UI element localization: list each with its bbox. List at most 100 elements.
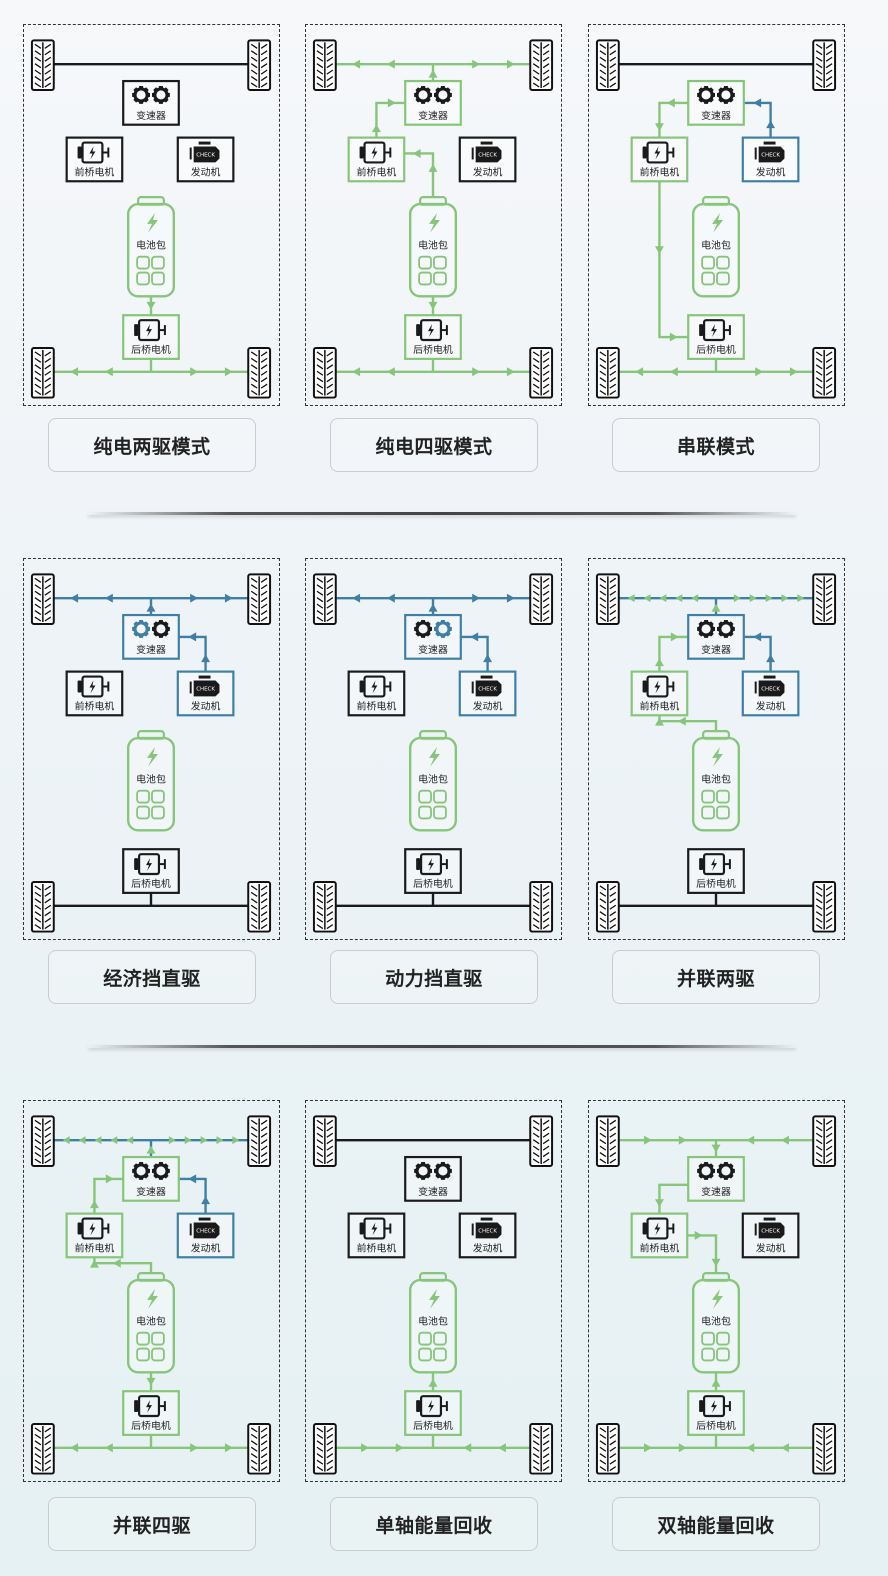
battery-label: 电池包	[418, 239, 448, 252]
flow-arrow	[678, 1135, 687, 1145]
battery-cell	[433, 1331, 447, 1346]
motor-icon	[699, 1395, 731, 1418]
front-motor-label: 前桥电机	[357, 165, 397, 178]
lightning-icon	[712, 213, 723, 233]
power-flows	[53, 1136, 249, 1453]
flow-arrow	[387, 98, 396, 108]
front-motor: 前桥电机	[65, 1212, 124, 1259]
motor-icon	[416, 1395, 448, 1418]
gear-icon	[414, 620, 433, 638]
mode-label-series[interactable]: 串联模式	[612, 418, 820, 472]
flow-arrow	[506, 593, 515, 603]
front-right-tire	[812, 1115, 837, 1167]
battery-label: 电池包	[701, 239, 731, 252]
flow-arrow	[677, 716, 686, 726]
front-motor: 前桥电机	[65, 670, 124, 717]
flow-arrow	[386, 593, 395, 603]
battery-cell	[418, 805, 432, 820]
engine-icon: CHECK	[754, 1217, 785, 1239]
section-divider	[88, 1045, 796, 1048]
mode-label-parallel-2wd[interactable]: 并联两驱	[612, 950, 820, 1004]
flow-arrow	[781, 594, 789, 603]
front-motor: 前桥电机	[347, 136, 406, 183]
transmission: 变速器	[687, 1155, 745, 1202]
mode-label-ev-4wd[interactable]: 纯电四驱模式	[330, 418, 538, 472]
transmission: 变速器	[122, 1155, 180, 1202]
rear-motor: 后桥电机	[687, 314, 745, 360]
battery-cell	[716, 1331, 730, 1346]
front-motor-label: 前桥电机	[357, 1241, 397, 1254]
rear-motor: 后桥电机	[122, 314, 180, 360]
flow-engine-trans	[743, 101, 772, 138]
front-motor-label: 前桥电机	[75, 165, 115, 178]
mode-label-parallel-4wd[interactable]: 并联四驱	[48, 1497, 256, 1551]
transmission-label: 变速器	[136, 109, 166, 122]
front-motor: 前桥电机	[630, 136, 689, 183]
rear-motor-label: 后桥电机	[131, 1419, 171, 1432]
battery-cell	[136, 1331, 150, 1346]
flow-arrow	[753, 632, 762, 642]
flow-arrow	[371, 124, 381, 133]
flow-arrow	[168, 1136, 176, 1145]
motor-icon	[416, 319, 448, 342]
rear-motor-label: 后桥电机	[696, 877, 736, 890]
front-right-tire	[529, 39, 554, 91]
engine-label: 发动机	[191, 699, 221, 712]
flow-arrow	[635, 367, 644, 377]
flow-front-motor-trans	[93, 1177, 124, 1214]
rear-left-tire	[595, 880, 620, 933]
battery-cell	[716, 255, 730, 270]
front-left-tire	[312, 39, 337, 91]
mode-label-power-direct[interactable]: 动力挡直驱	[330, 950, 538, 1004]
battery-pack: 电池包	[691, 1272, 741, 1374]
rear-left-tire	[312, 880, 337, 933]
flow-front-motor-battery	[687, 1234, 718, 1274]
rear-right-tire	[529, 880, 554, 933]
battery-label: 电池包	[418, 773, 448, 786]
rear-right-tire	[247, 346, 272, 399]
rear-left-tire	[595, 346, 620, 399]
battery-cell	[433, 255, 447, 270]
rear-right-tire	[529, 346, 554, 399]
flow-arrow	[472, 367, 481, 377]
mode-label-ev-2wd[interactable]: 纯电两驱模式	[48, 418, 256, 472]
battery-label: 电池包	[136, 239, 166, 252]
flow-arrow	[654, 658, 664, 667]
motor-icon	[642, 675, 675, 698]
transmission-label: 变速器	[136, 1185, 166, 1198]
flow-arrow	[644, 1443, 653, 1453]
flow-arrow	[654, 123, 664, 132]
flow-arrow	[188, 632, 197, 642]
flow-engine-trans	[460, 635, 489, 672]
engine-icon: CHECK	[471, 675, 502, 697]
flow-battery-front-motor	[404, 152, 435, 198]
flow-arrow	[70, 1443, 79, 1453]
engine-label: 发动机	[473, 165, 503, 178]
mode-label-eco-direct[interactable]: 经济挡直驱	[48, 950, 256, 1004]
flow-arrow	[669, 367, 678, 377]
front-left-tire	[30, 1115, 55, 1167]
battery-pack: 电池包	[126, 730, 176, 832]
transmission: 变速器	[404, 79, 462, 126]
rear-motor-label: 后桥电机	[696, 1419, 736, 1432]
flow-arrow	[428, 163, 438, 172]
flow-arrow	[395, 1443, 404, 1453]
front-right-tire	[247, 573, 272, 625]
rear-right-tire	[247, 1422, 272, 1475]
mode-label-single-axle-regen[interactable]: 单轴能量回收	[330, 1497, 538, 1551]
battery-pack: 电池包	[126, 1272, 176, 1374]
transmission: 变速器	[687, 613, 745, 660]
flow-arrow	[675, 594, 683, 603]
rear-motor-label: 后桥电机	[413, 1419, 453, 1432]
mode-label-dual-axle-regen[interactable]: 双轴能量回收	[612, 1497, 820, 1551]
flow-arrow	[755, 367, 764, 377]
battery-label: 电池包	[701, 1315, 731, 1328]
lightning-icon	[147, 747, 158, 767]
lightning-icon	[147, 1289, 158, 1309]
transmission-label: 变速器	[136, 643, 166, 656]
battery-cell	[151, 255, 165, 270]
engine-label: 发动机	[473, 699, 503, 712]
